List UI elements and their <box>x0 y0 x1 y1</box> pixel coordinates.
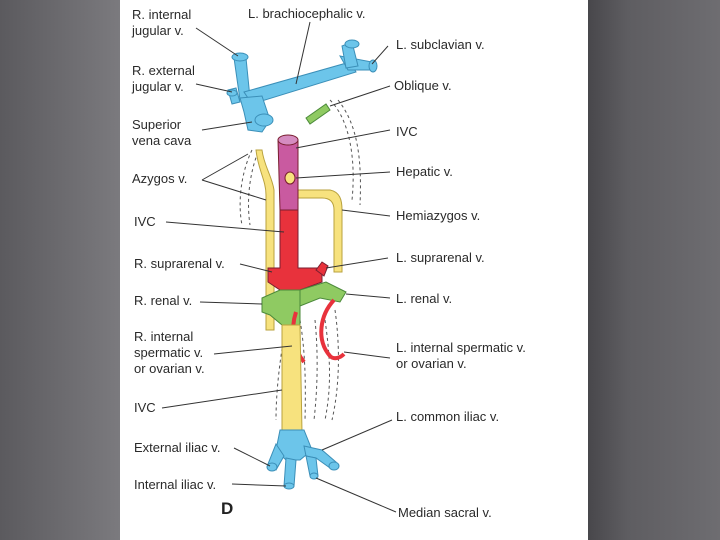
label-median-sacral: Median sacral v. <box>398 505 492 520</box>
lower-ivc <box>281 324 303 433</box>
label-internal-iliac: Internal iliac v. <box>134 477 217 492</box>
azygos-vessel <box>255 149 275 331</box>
panel-letter: D <box>221 499 234 518</box>
label-r-internal-jugular: R. internal jugular v. <box>132 7 192 38</box>
label-r-internal-spermatic: R. internal spermatic v. or ovarian v. <box>134 329 205 376</box>
label-l-brachiocephalic: L. brachiocephalic v. <box>248 6 366 21</box>
label-r-external-jugular: R. external jugular v. <box>132 63 195 94</box>
label-l-suprarenal: L. suprarenal v. <box>396 250 485 265</box>
l-suprarenal-vessel <box>315 261 329 277</box>
label-r-suprarenal: R. suprarenal v. <box>134 256 225 271</box>
label-ivc-mid: IVC <box>134 214 156 229</box>
label-l-common-iliac: L. common iliac v. <box>396 409 500 424</box>
slide-background-left <box>0 0 120 540</box>
hepatic-vein-mark <box>284 171 296 185</box>
diagram-panel <box>120 0 588 540</box>
label-r-renal: R. renal v. <box>134 293 193 308</box>
ivc-mid <box>267 209 323 291</box>
label-hemiazygos: Hemiazygos v. <box>396 208 481 223</box>
iliac-veins <box>266 429 340 490</box>
hemiazygos-cross <box>295 189 343 273</box>
l-renal-vessel <box>299 281 347 307</box>
svc-end <box>254 113 274 127</box>
leader-lines <box>161 21 397 513</box>
azygos-hemiazygos <box>255 149 343 331</box>
upper-veins <box>226 39 378 133</box>
renal-veins <box>261 281 347 326</box>
ivc <box>267 134 329 291</box>
label-ivc-low: IVC <box>134 400 156 415</box>
label-ivc-top: IVC <box>396 124 418 139</box>
slide-background-right <box>588 0 720 540</box>
dashed-vessel-outlines <box>239 99 361 421</box>
label-superior-vena-cava: Superior vena cava <box>132 117 192 148</box>
oblique-vein <box>305 103 331 125</box>
label-l-subclavian: L. subclavian v. <box>396 37 485 52</box>
label-l-internal-spermatic: L. internal spermatic v. or ovarian v. <box>396 340 526 371</box>
label-azygos: Azygos v. <box>132 171 188 186</box>
r-internal-iliac-vessel <box>283 457 297 487</box>
label-oblique: Oblique v. <box>394 78 452 93</box>
label-l-renal: L. renal v. <box>396 291 453 306</box>
label-external-iliac: External iliac v. <box>134 440 221 455</box>
label-hepatic: Hepatic v. <box>396 164 453 179</box>
